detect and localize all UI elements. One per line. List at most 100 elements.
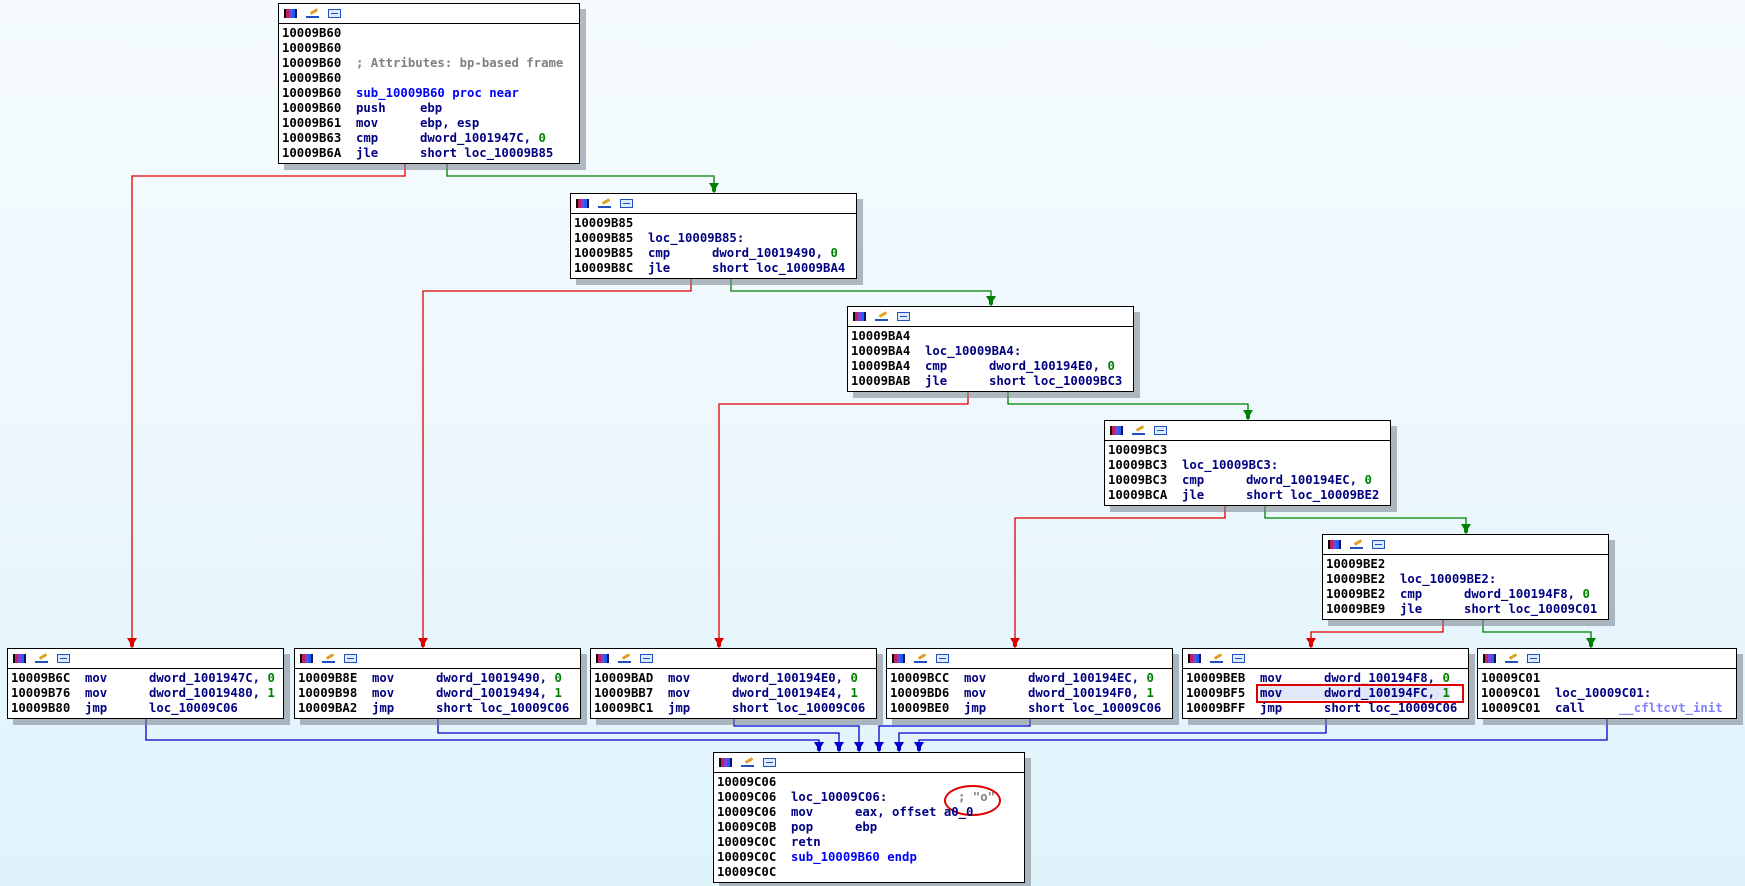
graph-overview-icon[interactable]	[576, 199, 589, 208]
operand[interactable]: dword_100194EC,	[1246, 473, 1358, 487]
operand[interactable]: dword_1001947C,	[149, 671, 261, 685]
code-line[interactable]: 10009BA4	[851, 329, 1133, 344]
operand[interactable]: ebp	[855, 820, 878, 834]
xref-icon[interactable]	[620, 199, 633, 208]
operand[interactable]: dword_10019490,	[436, 671, 548, 685]
operand[interactable]: short loc_10009BE2	[1246, 488, 1380, 502]
operand[interactable]: dword_100194FC,	[1324, 686, 1436, 700]
code-line[interactable]: 10009B60	[282, 41, 579, 56]
operand[interactable]: short loc_10009BA4	[712, 261, 846, 275]
xref-icon[interactable]	[936, 654, 949, 663]
xref-icon[interactable]	[344, 654, 357, 663]
edit-icon[interactable]	[1350, 540, 1363, 549]
operand[interactable]: ebp	[420, 101, 443, 115]
xref-icon[interactable]	[328, 9, 341, 18]
operand[interactable]: dword_10019494,	[436, 686, 548, 700]
graph-overview-icon[interactable]	[719, 758, 732, 767]
code-line[interactable]: 10009BE2	[1326, 557, 1608, 572]
operand[interactable]: dword_100194E0,	[989, 359, 1101, 373]
xref-icon[interactable]	[1527, 654, 1540, 663]
operand[interactable]: loc_10009C06	[149, 701, 238, 715]
code-line[interactable]: 10009B60	[282, 26, 579, 41]
graph-overview-icon[interactable]	[1328, 540, 1341, 549]
edit-icon[interactable]	[1505, 654, 1518, 663]
operand[interactable]: short loc_10009C01	[1464, 602, 1598, 616]
location-label[interactable]: loc_10009BA4:	[925, 344, 1022, 358]
operand[interactable]: short loc_10009C06	[732, 701, 866, 715]
edit-icon[interactable]	[875, 312, 888, 321]
xref-icon[interactable]	[897, 312, 910, 321]
operand[interactable]: dword_100194E0,	[732, 671, 844, 685]
operand[interactable]: dword_100194E4,	[732, 686, 844, 700]
xref-icon[interactable]	[1232, 654, 1245, 663]
xref-icon[interactable]	[640, 654, 653, 663]
operand[interactable]: dword_10019480,	[149, 686, 261, 700]
edit-icon[interactable]	[1210, 654, 1223, 663]
code-line[interactable]: 10009BC3	[1108, 443, 1390, 458]
operand[interactable]: short loc_10009C06	[436, 701, 570, 715]
xref-icon[interactable]	[763, 758, 776, 767]
graph-overview-icon[interactable]	[1188, 654, 1201, 663]
edit-icon[interactable]	[322, 654, 335, 663]
edit-icon[interactable]	[35, 654, 48, 663]
edit-icon[interactable]	[1132, 426, 1145, 435]
operand[interactable]: dword_100194F8,	[1324, 671, 1436, 685]
graph-overview-icon[interactable]	[596, 654, 609, 663]
external-function[interactable]: __cfltcvt_init	[1619, 701, 1723, 715]
edit-icon[interactable]	[618, 654, 631, 663]
xref-icon[interactable]	[57, 654, 70, 663]
operand[interactable]: dword_1001947C,	[420, 131, 532, 145]
code-line[interactable]: 10009B85	[574, 216, 856, 231]
edit-icon[interactable]	[306, 9, 319, 18]
edit-icon[interactable]	[741, 758, 754, 767]
code-line[interactable]: 10009C0C	[717, 865, 1024, 880]
xref-icon[interactable]	[1372, 540, 1385, 549]
code-line[interactable]: 10009B60	[282, 71, 579, 86]
graph-overview-icon[interactable]	[892, 654, 905, 663]
location-label[interactable]: loc_10009BE2:	[1400, 572, 1497, 586]
operand[interactable]: dword_100194F0,	[1028, 686, 1140, 700]
location-label[interactable]: loc_10009C06:	[791, 790, 888, 804]
